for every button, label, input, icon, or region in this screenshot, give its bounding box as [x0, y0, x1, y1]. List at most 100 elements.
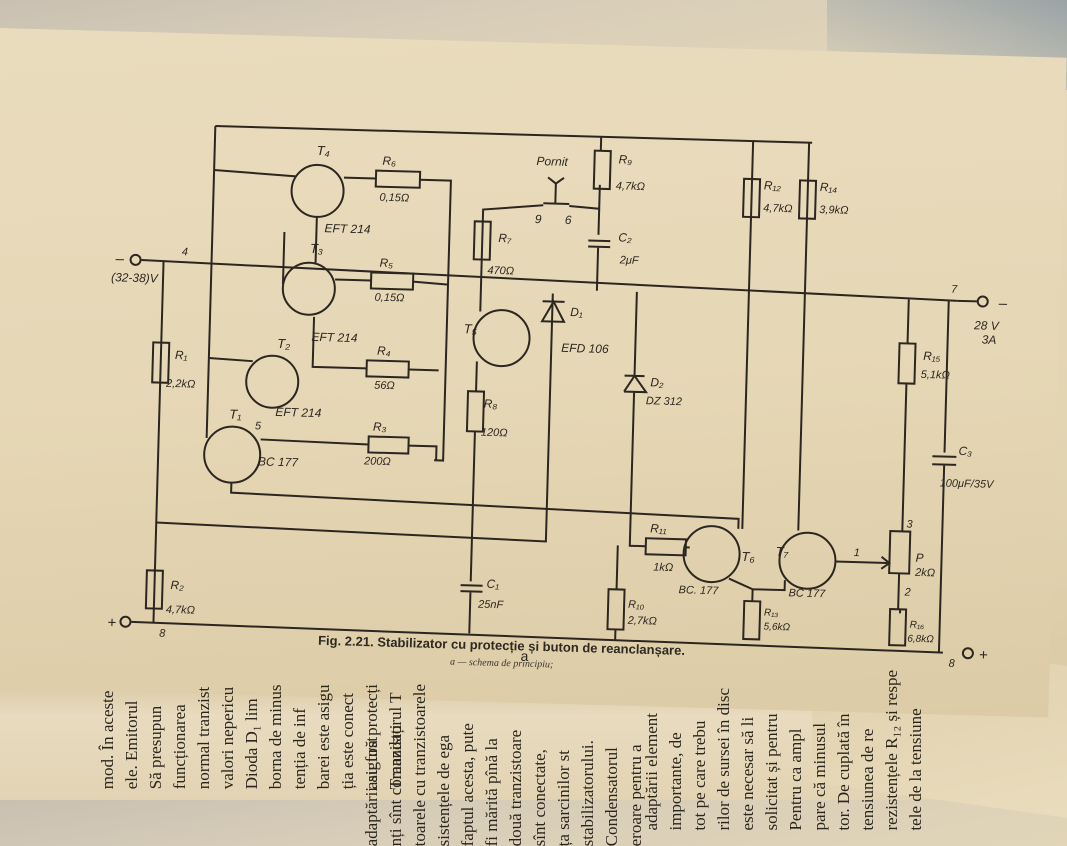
- book-text-line: stabilizatorului.: [578, 740, 597, 846]
- node-8: 8: [159, 628, 166, 640]
- value-r5: 0,15Ω: [374, 292, 404, 305]
- transistor-t5: [472, 309, 531, 368]
- value-r11: 1kΩ: [653, 561, 673, 574]
- r1-r2-branch: [152, 260, 165, 623]
- t6-t7-wires: [685, 141, 811, 602]
- circuit-schematic: T₄ EFT 214 T₃ EFT 214 T₂ EFT 214 T₁ BC 1…: [107, 125, 1008, 670]
- input-voltage: (32-38)V: [111, 270, 159, 285]
- book-text-line: Să presupun: [146, 705, 165, 790]
- book-text-line: mod. În aceste: [98, 690, 117, 790]
- potentiometer-p: [888, 530, 912, 575]
- output-voltage: 28 V: [973, 318, 1000, 333]
- node-5: 5: [255, 420, 262, 432]
- r15-p-r16-wire: [899, 299, 909, 653]
- book-text-line: nți sînt comandați: [386, 724, 405, 846]
- label-d2: D₂: [650, 375, 664, 389]
- label-pot: P: [915, 551, 923, 565]
- label-t2: T₂: [277, 336, 290, 351]
- t3-t4-link: [281, 216, 318, 285]
- switch-pin-9: 9: [535, 212, 542, 226]
- book-text-line: sistențele de ega: [434, 734, 453, 846]
- value-r9: 4,7kΩ: [616, 180, 645, 193]
- book-text-line: solicitat și pentru: [762, 713, 781, 831]
- r7-switch-wire: [480, 184, 601, 270]
- book-text-line: două tranzistoare: [506, 729, 525, 846]
- book-text-line: ța sarcinilor st: [554, 750, 573, 846]
- book-text-line: normal tranzist: [194, 686, 213, 790]
- book-text-line: ele. Emitorul: [122, 700, 141, 790]
- input-plus-terminal: [119, 615, 132, 628]
- negative-rail: [141, 259, 958, 302]
- book-text-line: Dioda D₁ lim: [242, 698, 261, 790]
- label-r2: R₂: [170, 578, 184, 592]
- label-r1: R₁: [175, 348, 188, 362]
- label-t6: T₆: [741, 549, 755, 564]
- resistor-r15: [897, 342, 917, 385]
- pot-pin-3: 3: [906, 519, 913, 531]
- book-text-line: tensiunea de re: [858, 728, 877, 831]
- book-text-line: funcționarea: [170, 704, 189, 790]
- label-r5: R₅: [379, 256, 393, 270]
- book-text-line: adaptării element: [642, 713, 661, 831]
- value-r12: 4,7kΩ: [763, 202, 792, 215]
- book-text-line: Condensatorul: [602, 747, 621, 846]
- left-inner-rail: [205, 126, 217, 434]
- resistor-r4: [365, 359, 410, 379]
- resistor-r11: [644, 537, 688, 557]
- label-r4: R₄: [377, 344, 391, 358]
- label-r13: R₁₃: [764, 608, 779, 619]
- label-r14: R₁₄: [820, 180, 838, 194]
- value-r14: 3,9kΩ: [819, 204, 848, 217]
- node-4: 4: [182, 246, 188, 258]
- label-r10: R₁₀: [628, 599, 645, 611]
- t2-wires: [208, 316, 439, 372]
- zener-d2: [623, 291, 649, 548]
- value-r3: 200Ω: [363, 455, 391, 468]
- output-current: 3A: [981, 333, 996, 347]
- book-text-line: rilor de sursei în disc: [714, 687, 733, 831]
- label-c1: C₁: [486, 577, 499, 591]
- t1-wires: [205, 433, 438, 461]
- t5-wires: [475, 269, 483, 392]
- transistor-t1: [203, 425, 262, 484]
- positive-rail: [131, 620, 943, 654]
- value-c1: 25nF: [477, 599, 505, 612]
- resistor-r12: [741, 177, 762, 219]
- book-text-line: Pentru ca ampl: [786, 728, 805, 831]
- book-text-line: pare că minusul: [810, 722, 829, 831]
- label-c2: C₂: [618, 230, 632, 244]
- resistor-r1: [151, 341, 171, 384]
- output-minus-sign: –: [997, 295, 1007, 312]
- switch-pin-6: 6: [565, 213, 572, 227]
- r10-wire: [614, 545, 619, 640]
- value-r1: 2,2kΩ: [165, 378, 195, 391]
- output-plus-sign: +: [979, 647, 988, 664]
- top-rail: [215, 125, 813, 144]
- value-c3: 100μF/35V: [939, 477, 995, 491]
- resistor-r16: [888, 608, 908, 647]
- book-text-line: barei este asigu: [314, 684, 333, 790]
- type-t7: BC 177: [788, 587, 826, 600]
- type-t1: BC 177: [258, 454, 300, 469]
- value-r15: 5,1kΩ: [921, 369, 950, 382]
- book-text-line: rezistențele R₁₂ și respe: [882, 670, 901, 831]
- book-text-line: sînt conectate,: [530, 749, 549, 846]
- resistor-r10: [606, 588, 626, 631]
- t4-wires: [214, 169, 452, 462]
- book-text-line: borna de minus: [266, 684, 285, 790]
- value-c2: 2μF: [619, 254, 640, 267]
- output-plus-terminal: [961, 647, 974, 660]
- potentiometer-wiper: [835, 556, 892, 570]
- transistor-t7: [778, 531, 837, 590]
- label-r15: R₁₅: [923, 349, 941, 363]
- label-t3: T₃: [310, 241, 324, 256]
- book-text-line: toarele cu tranzistoarele: [410, 684, 429, 846]
- label-r6: R₆: [382, 154, 396, 168]
- label-t7: T₇: [775, 544, 788, 559]
- label-r12: R₁₂: [764, 178, 782, 192]
- book-text-line: este necesar să li: [738, 716, 757, 831]
- type-t2: EFT 214: [275, 405, 322, 420]
- label-r9: R₉: [618, 152, 632, 166]
- r9-c2-wire: [588, 136, 611, 291]
